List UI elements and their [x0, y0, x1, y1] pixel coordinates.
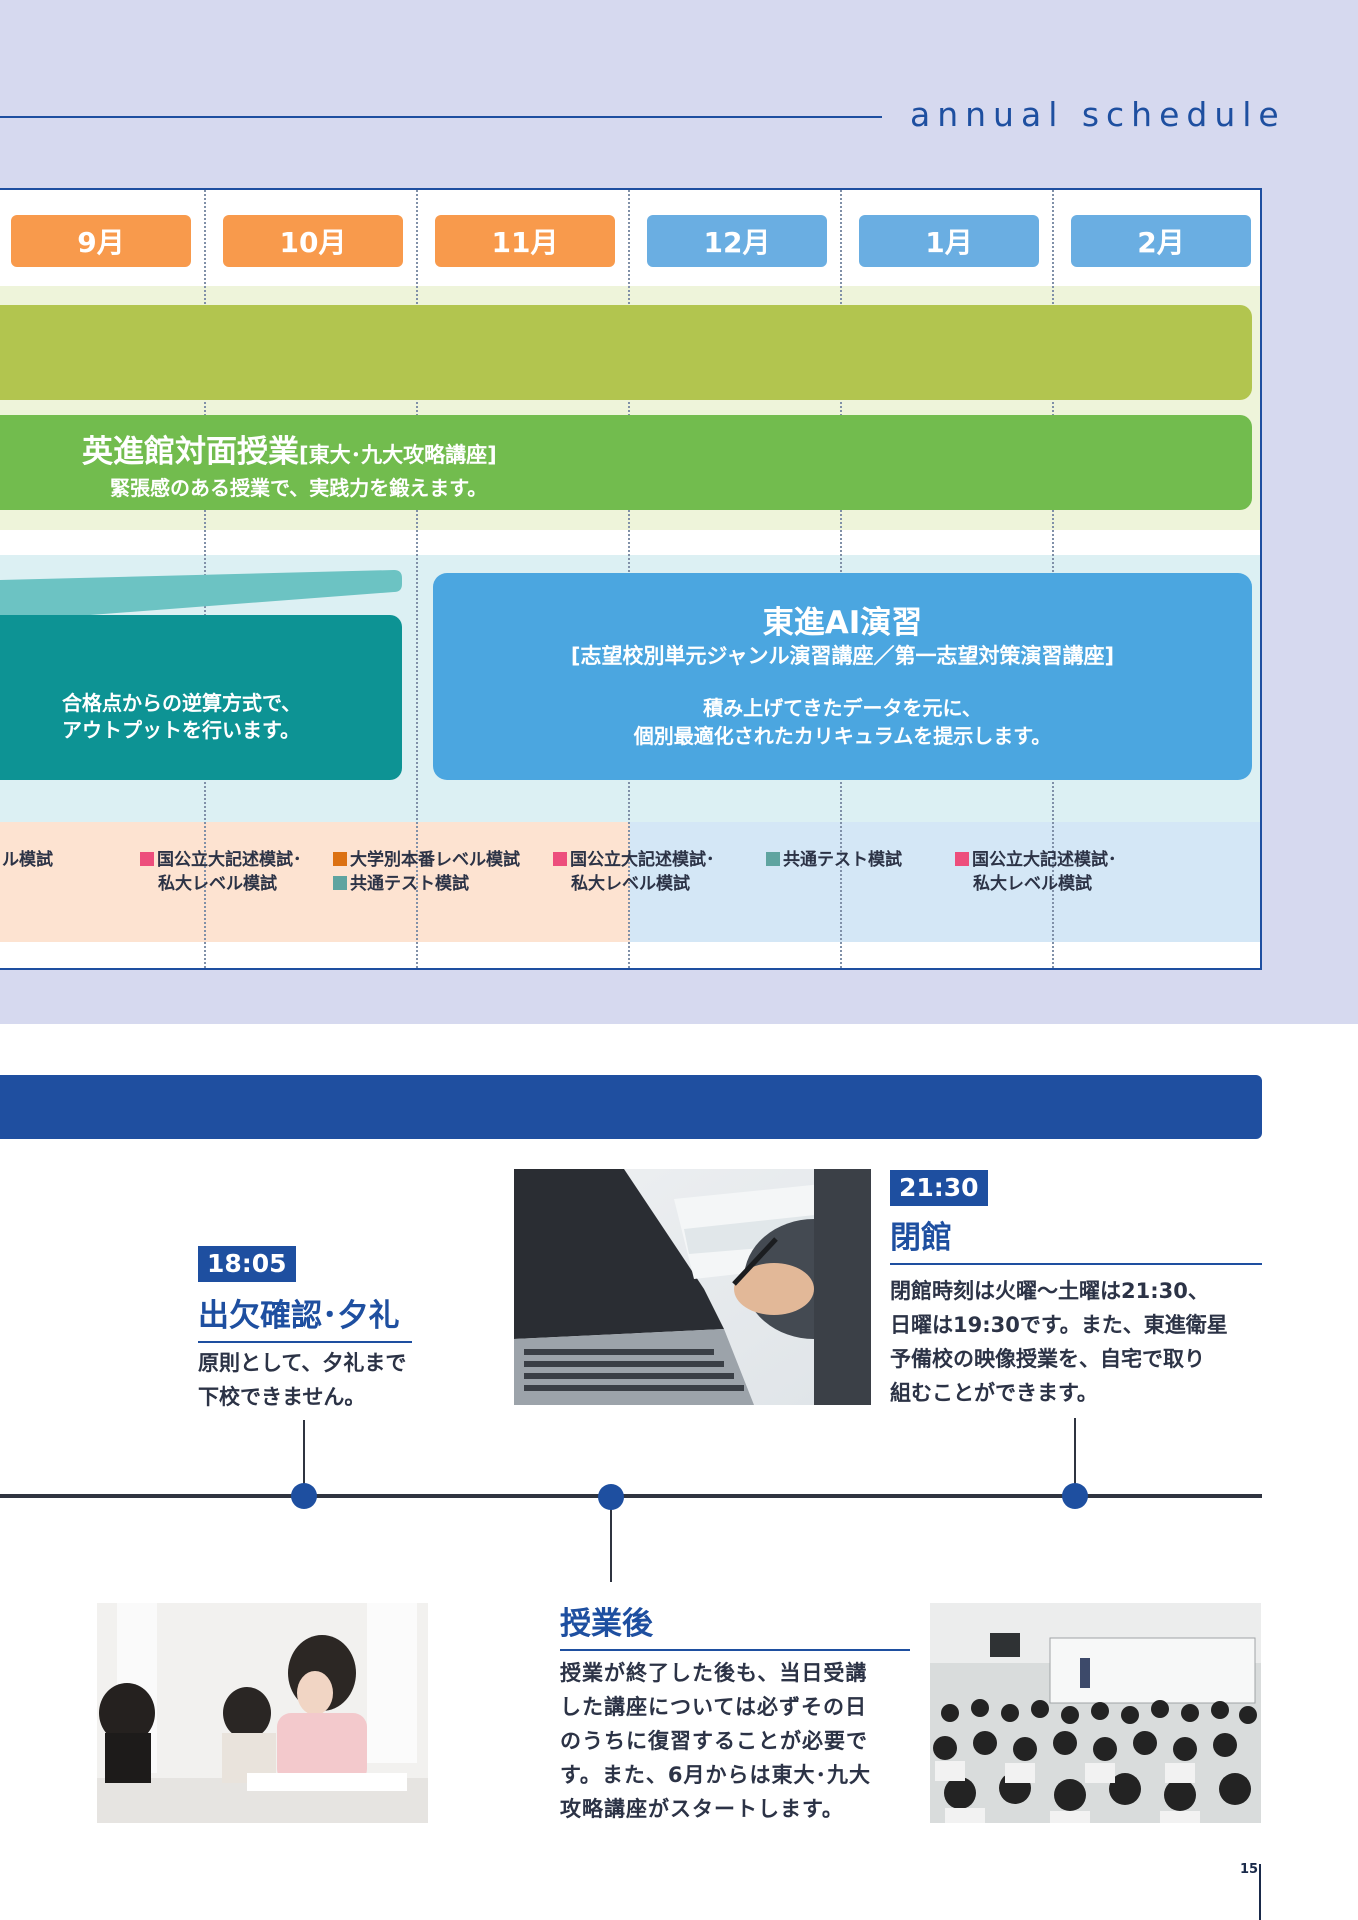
timeline-connector — [1074, 1418, 1076, 1496]
classroom-lecture-photo — [930, 1603, 1261, 1823]
page-number-rule — [1259, 1864, 1261, 1920]
roll-call-title: 出欠確認･夕礼 — [198, 1290, 412, 1343]
after-class-description: 授業が終了した後も、当日受講 した講座については必ずその日 のうちに復習すること… — [560, 1656, 871, 1826]
description-line: 閉館時刻は火曜～土曜は21:30、 — [890, 1279, 1209, 1303]
lightblue-zone — [630, 822, 1260, 942]
timeline-dot — [1062, 1483, 1088, 1509]
laptop-study-photo — [514, 1169, 871, 1405]
annual-schedule-table: 9月 10月 11月 12月 1月 2月 英進館対面授業[東大･九大攻略講座] … — [0, 188, 1262, 970]
students-studying-photo — [97, 1603, 428, 1823]
orange-square-icon — [333, 852, 347, 866]
pink-square-icon — [553, 852, 567, 866]
description-line: 原則として、夕礼まで — [198, 1351, 407, 1375]
output-course-panel — [0, 615, 402, 780]
peach-zone — [0, 822, 630, 942]
teal-square-icon — [333, 876, 347, 890]
description-line: 予備校の映像授業を、自宅で取り — [890, 1347, 1205, 1371]
ai-practice-line: 個別最適化されたカリキュラムを提示します。 — [633, 724, 1052, 748]
output-course-line: 合格点からの逆算方式で、 — [62, 691, 302, 715]
exam-label: 共通テスト模試 — [783, 850, 902, 870]
face-to-face-bracket: [東大･九大攻略講座] — [299, 443, 497, 467]
description-line: す。また、6月からは東大･九大 — [560, 1763, 872, 1787]
page-number: 15 — [1240, 1862, 1259, 1877]
exam-label: ル模試 — [2, 850, 53, 870]
face-to-face-title: 英進館対面授業[東大･九大攻略講座] — [82, 426, 497, 471]
timeline-connector — [303, 1420, 305, 1496]
ai-practice-panel — [433, 573, 1252, 780]
exam-label: 国公立大記述模試･ — [972, 850, 1117, 870]
description-line: のうちに復習することが必要で — [560, 1729, 868, 1753]
ai-practice-description: 積み上げてきたデータを元に、 個別最適化されたカリキュラムを提示します。 — [433, 694, 1252, 750]
roll-call-time-badge: 18:05 — [198, 1246, 296, 1282]
description-line: した講座については必ずその日 — [560, 1695, 867, 1719]
month-header-12: 12月 — [647, 215, 827, 267]
month-header-1: 1月 — [859, 215, 1039, 267]
ai-practice-line: 積み上げてきたデータを元に、 — [703, 696, 982, 720]
month-divider — [416, 190, 418, 968]
face-to-face-course-bar — [0, 415, 1252, 510]
timeline-connector — [610, 1498, 612, 1582]
teal-ramp-shape — [0, 570, 402, 622]
pink-square-icon — [955, 852, 969, 866]
timeline-dot — [598, 1484, 624, 1510]
output-course-line: アウトプットを行います。 — [62, 718, 300, 742]
closing-description: 閉館時刻は火曜～土曜は21:30、 日曜は19:30です。また、東進衛星 予備校… — [890, 1274, 1228, 1410]
month-header-11: 11月 — [435, 215, 615, 267]
after-class-title: 授業後 — [560, 1598, 910, 1651]
ai-practice-subtitle: [志望校別単元ジャンル演習講座／第一志望対策演習講座] — [570, 644, 1115, 668]
exam-label: 共通テスト模試 — [350, 874, 469, 894]
daily-schedule-section-bar — [0, 1075, 1262, 1139]
ai-practice-title: 東進AI演習 — [762, 605, 923, 641]
description-line: 組むことができます。 — [890, 1381, 1098, 1405]
exam-item: 国公立大記述模試･ 私大レベル模試 — [140, 848, 302, 896]
output-course-text: 合格点からの逆算方式で、 アウトプットを行います。 — [62, 690, 301, 744]
pink-square-icon — [140, 852, 154, 866]
roll-call-description: 原則として、夕礼まで 下校できません。 — [198, 1346, 406, 1414]
month-header-10: 10月 — [223, 215, 403, 267]
exam-item: 国公立大記述模試･ 私大レベル模試 — [955, 848, 1117, 896]
exam-label: 私大レベル模試 — [571, 874, 690, 894]
exam-item: ル模試 — [2, 848, 53, 872]
closing-time-badge: 21:30 — [890, 1170, 988, 1206]
description-line: 授業が終了した後も、当日受講 — [560, 1661, 868, 1685]
description-line: 攻略講座がスタートします。 — [560, 1797, 844, 1821]
exam-label: 私大レベル模試 — [158, 874, 277, 894]
closing-title: 閉館 — [890, 1212, 1262, 1265]
teal-square-icon — [766, 852, 780, 866]
olive-course-bar — [0, 305, 1252, 400]
exam-item: 大学別本番レベル模試 共通テスト模試 — [333, 848, 520, 896]
exam-label: 国公立大記述模試･ — [157, 850, 302, 870]
header-rule — [0, 116, 882, 118]
exam-item: 国公立大記述模試･ 私大レベル模試 — [553, 848, 715, 896]
page-title: annual schedule — [910, 95, 1286, 134]
face-to-face-title-main: 英進館対面授業 — [82, 434, 299, 470]
description-line: 下校できません。 — [198, 1385, 366, 1409]
exam-label: 大学別本番レベル模試 — [350, 850, 520, 870]
description-line: 日曜は19:30です。また、東進衛星 — [890, 1313, 1228, 1337]
exam-label: 国公立大記述模試･ — [570, 850, 715, 870]
month-header-9: 9月 — [11, 215, 191, 267]
exam-item: 共通テスト模試 — [766, 848, 902, 872]
exam-label: 私大レベル模試 — [973, 874, 1092, 894]
daily-timeline — [0, 1494, 1262, 1498]
timeline-dot — [291, 1483, 317, 1509]
month-header-2: 2月 — [1071, 215, 1251, 267]
face-to-face-subtitle: 緊張感のある授業で、実践力を鍛えます。 — [110, 476, 488, 500]
